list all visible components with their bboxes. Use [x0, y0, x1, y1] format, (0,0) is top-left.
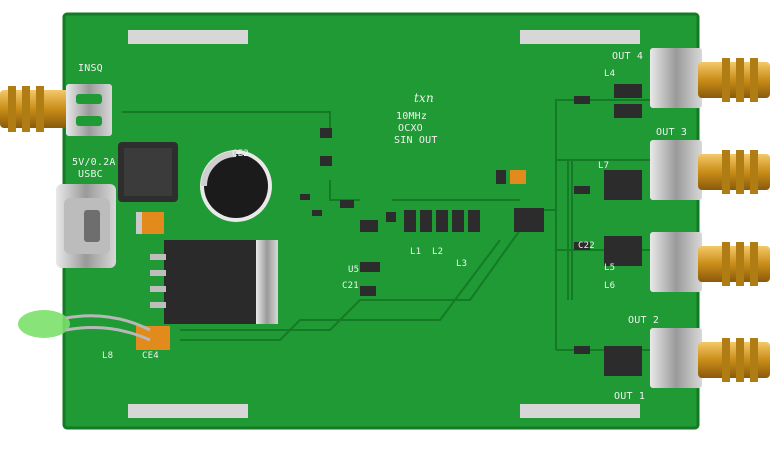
label-l3: L3 [456, 259, 468, 269]
label-l6: L6 [604, 281, 616, 291]
usb-c-connector [56, 184, 116, 268]
label-l7: L7 [598, 161, 610, 171]
label-power: 5V/0.2A [72, 157, 116, 168]
label-out2: OUT 2 [628, 315, 660, 326]
label-out4: OUT 4 [612, 51, 644, 62]
pcb-board [64, 14, 698, 428]
label-ce4: CE4 [142, 351, 159, 361]
label-out3: OUT 3 [656, 127, 688, 138]
label-input: INSQ [78, 63, 103, 74]
label-usb: USBC [78, 169, 103, 180]
electrolytic-capacitor [200, 150, 272, 222]
voltage-regulator [150, 240, 278, 324]
smd-components [300, 84, 642, 376]
label-ce2: CE2 [232, 149, 249, 159]
label-oscillator: OCXO [398, 123, 423, 134]
label-l1: L1 [410, 247, 422, 257]
sma-output-connectors [650, 48, 770, 388]
led [18, 310, 151, 342]
label-frequency: 10MHz [396, 111, 428, 122]
edge-pad [520, 404, 640, 418]
label-u5: U5 [348, 265, 360, 275]
tantalum-capacitor [510, 170, 526, 184]
label-c22: C22 [578, 241, 595, 251]
label-l2: L2 [432, 247, 444, 257]
label-c21: C21 [342, 281, 359, 291]
label-l8: L8 [102, 351, 114, 361]
edge-pad [128, 30, 248, 44]
sma-input-connector [0, 84, 112, 136]
logo-text: txn [414, 91, 434, 105]
edge-pad [128, 404, 248, 418]
edge-pad [520, 30, 640, 44]
tantalum-capacitor [136, 326, 170, 350]
label-out1: OUT 1 [614, 391, 646, 402]
copper-traces [122, 99, 650, 351]
label-waveform: SIN OUT [394, 135, 438, 146]
label-l5: L5 [604, 263, 616, 273]
tantalum-capacitor [136, 212, 164, 234]
label-l4: L4 [604, 69, 616, 79]
